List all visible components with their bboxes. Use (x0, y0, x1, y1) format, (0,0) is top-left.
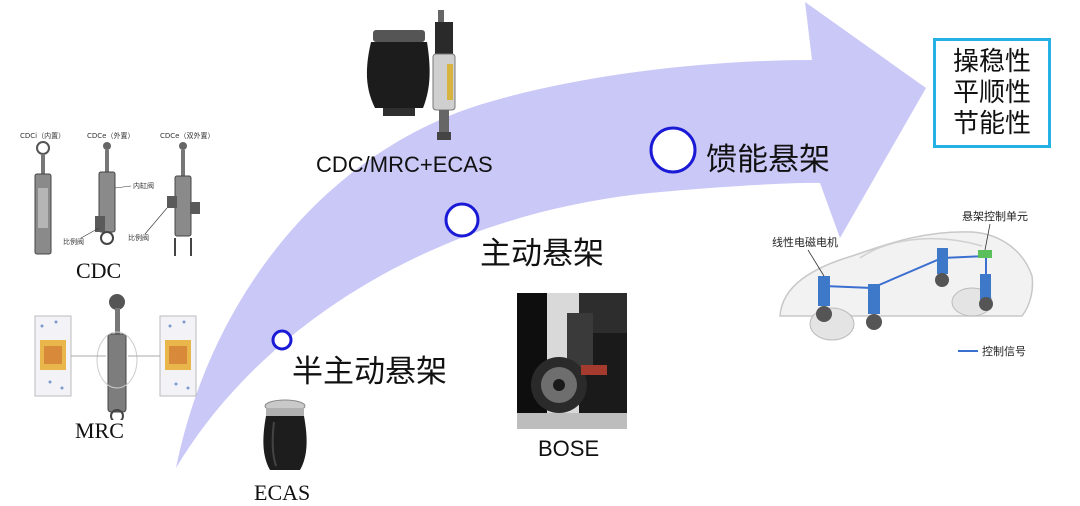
motor-rear-right (980, 274, 991, 300)
control-unit (978, 250, 992, 258)
strut-module (432, 10, 456, 140)
inner-valve-label: 内缸阀 (133, 181, 154, 190)
stage-circle-regenerative (649, 126, 697, 174)
air-strut-illustration (366, 10, 456, 140)
bose-suspension-photo (517, 293, 627, 429)
cdc-shock-2: 内缸阀 比例阀 (63, 142, 154, 246)
product-label-cdc-mrc-ecas: CDC/MRC+ECAS (316, 152, 493, 177)
outcome-handling: 操稳性 (952, 46, 1031, 77)
product-label-mrc: MRC (75, 418, 124, 443)
stage-circle-active (444, 202, 480, 238)
mrc-panel-right (159, 315, 197, 397)
mrc-panel-left (34, 315, 72, 397)
cdc-shock-3: 比例阀 (128, 142, 200, 256)
stage-label-active: 主动悬架 (480, 236, 604, 272)
motor-rear-left (937, 248, 948, 274)
mrc-illustration (34, 294, 197, 420)
cdc-illustration: CDCi（内置） CDCe（外置） CDCe（双外置） 内缸阀 比例阀 (20, 131, 214, 256)
car-label-signal: 控制信号 (982, 344, 1026, 358)
outcome-box: 操稳性 平顺性 节能性 (933, 38, 1051, 148)
mrc-damper (96, 294, 138, 420)
cdc-type-3-label: CDCe（双外置） (160, 131, 214, 140)
arrow-shape (176, 2, 926, 468)
motor-front-right (868, 284, 880, 314)
ecas-air-spring (263, 399, 307, 470)
outcome-ride-comfort: 平顺性 (952, 77, 1031, 108)
stage-label-regenerative: 馈能悬架 (706, 142, 830, 178)
motor-front-left (818, 276, 830, 306)
cdc-shock-1 (34, 141, 52, 255)
product-label-ecas: ECAS (254, 480, 311, 505)
prop-valve-label-2: 比例阀 (128, 233, 149, 242)
stage-circle-semi-active (271, 329, 293, 351)
stage-label-semi-active: 半主动悬架 (292, 354, 447, 390)
cdc-type-2-label: CDCe（外置） (87, 131, 134, 140)
car-label-motor: 线性电磁电机 (772, 235, 838, 249)
prop-valve-label-1: 比例阀 (63, 237, 84, 246)
car-suspension-illustration: 线性电磁电机 悬架控制单元 控制信号 (772, 209, 1034, 358)
car-label-control-unit: 悬架控制单元 (962, 209, 1028, 223)
air-spring-module (366, 30, 430, 116)
outcome-energy-saving: 节能性 (952, 108, 1031, 139)
cdc-type-1-label: CDCi（内置） (20, 131, 65, 140)
product-label-bose: BOSE (538, 436, 600, 461)
product-label-cdc: CDC (76, 258, 122, 283)
